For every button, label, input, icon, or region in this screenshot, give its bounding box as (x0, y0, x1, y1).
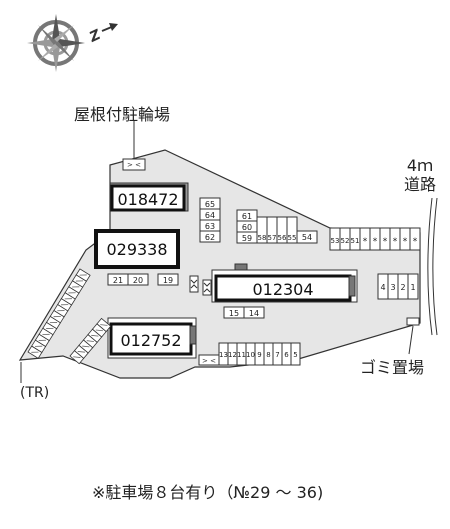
diagonal-parking-mark (53, 316, 61, 318)
diagonal-parking-row (69, 317, 112, 365)
diagonal-parking-mark (31, 351, 39, 353)
parking-group-4-1: 4 3 2 1 (377, 273, 419, 300)
building-029338: 029338 (94, 229, 180, 269)
parking-space-52: 52 (341, 237, 350, 245)
building-012304: 012304 (211, 263, 358, 303)
svg-text:Z: Z (86, 27, 104, 47)
tr-label: (TR) (20, 385, 50, 401)
parking-space-star: * (393, 237, 398, 247)
parking-space-9: 9 (257, 351, 261, 359)
diagonal-parking-mark (100, 324, 108, 326)
gate-marks (189, 275, 212, 296)
road-width-label: 4ｍ (406, 156, 434, 175)
diagonal-parking-mark (49, 322, 58, 324)
parking-space-65: 65 (205, 200, 215, 209)
parking-space-star: * (403, 237, 408, 247)
parking-space-61: 61 (242, 212, 252, 221)
building-label-029338: 029338 (106, 240, 167, 259)
parking-space-59: 59 (242, 234, 252, 243)
building-label-018472: 018472 (117, 190, 178, 209)
building-label-012304: 012304 (252, 280, 313, 299)
parking-group-61-59: 61 60 59 (236, 209, 258, 244)
diagonal-parking-row (27, 268, 91, 359)
diagonal-parking-mark (57, 310, 65, 312)
parking-space-5: 5 (293, 351, 297, 359)
parking-space-4: 4 (380, 283, 385, 292)
diagonal-parking-mark (35, 345, 43, 347)
parking-space-55: 55 (288, 234, 297, 242)
diagonal-parking-mark (95, 329, 103, 332)
parking-group-53-stars: 53 52 51 * * * * * * (329, 227, 421, 251)
building-018472: 018472 (109, 182, 189, 212)
parking-space-6: 6 (284, 351, 289, 359)
parking-space-58: 58 (258, 234, 267, 242)
parking-space-64: 64 (205, 211, 215, 220)
parking-space-1: 1 (410, 283, 415, 292)
parking-group-13-5: > < 13 12 11 10 9 8 7 6 5 (198, 342, 301, 366)
parking-space-8: 8 (266, 351, 270, 359)
parking-group-58-54: 58 57 56 55 54 (256, 216, 318, 244)
parking-space-13: 13 (219, 351, 228, 359)
road-edge-right (432, 197, 438, 336)
bike-shelter (122, 158, 146, 171)
diagonal-parking-mark (64, 298, 72, 300)
diagonal-parking-mark (38, 339, 46, 341)
parking-space-21: 21 (113, 276, 123, 285)
diagonal-parking-mark (72, 286, 80, 288)
parking-space-2: 2 (400, 283, 405, 292)
parking-space-19: 19 (163, 276, 173, 285)
diagonal-parking-mark (42, 333, 50, 335)
parking-space-51: 51 (351, 237, 360, 245)
garbage-label: ゴミ置場 (360, 358, 425, 377)
diagonal-parking-mark (46, 327, 54, 329)
parking-space-star: * (413, 237, 418, 247)
parking-space-star: * (363, 237, 368, 247)
bike-parking-label: 屋根付駐輪場 (74, 105, 171, 124)
parking-space-56: 56 (278, 234, 287, 242)
svg-text:> <: > < (127, 161, 141, 169)
parking-space-62: 62 (205, 233, 215, 242)
parking-space-53: 53 (331, 237, 340, 245)
diagonal-parking-mark (82, 345, 90, 348)
parking-space-7: 7 (275, 351, 279, 359)
road-label: 4ｍ 道路 (404, 156, 436, 194)
parking-space-star: * (373, 237, 378, 247)
parking-note: ※駐車場８台有り（№29 ～ 36) (92, 483, 324, 502)
diagonal-parking-mark (73, 356, 81, 358)
compass-icon: Z (27, 14, 118, 72)
parking-group-21-19: 21 20 19 (107, 273, 179, 286)
parking-space-15: 15 (229, 309, 239, 318)
parking-space-63: 63 (205, 222, 215, 231)
parking-group-65-62: 65 64 63 62 (199, 197, 221, 243)
parking-space-57: 57 (268, 234, 277, 242)
parking-space-10: 10 (246, 351, 255, 359)
svg-text:> <: > < (202, 357, 216, 365)
diagonal-parking-mark (75, 280, 84, 282)
diagonal-parking-mark (68, 292, 76, 294)
building-label-012752: 012752 (120, 331, 181, 350)
parking-group-15-14: 15 14 (223, 306, 265, 319)
building-012752: 012752 (107, 317, 197, 359)
parking-space-star: * (383, 237, 388, 247)
parking-space-54: 54 (302, 233, 312, 242)
parking-space-3: 3 (390, 283, 395, 292)
road-name-label: 道路 (404, 175, 437, 194)
road-edge-left (427, 197, 433, 336)
parking-space-12: 12 (228, 351, 237, 359)
diagonal-parking-mark (77, 351, 85, 353)
diagonal-parking-mark (91, 334, 99, 337)
diagonal-parking-mark (86, 340, 94, 342)
parking-space-20: 20 (133, 276, 143, 285)
diagonal-parking-mark (79, 274, 87, 276)
garbage-station (406, 317, 420, 326)
parking-space-14: 14 (249, 309, 259, 318)
parking-space-60: 60 (242, 223, 252, 232)
diagonal-parking-mark (61, 304, 69, 306)
parking-space-11: 11 (237, 351, 246, 359)
